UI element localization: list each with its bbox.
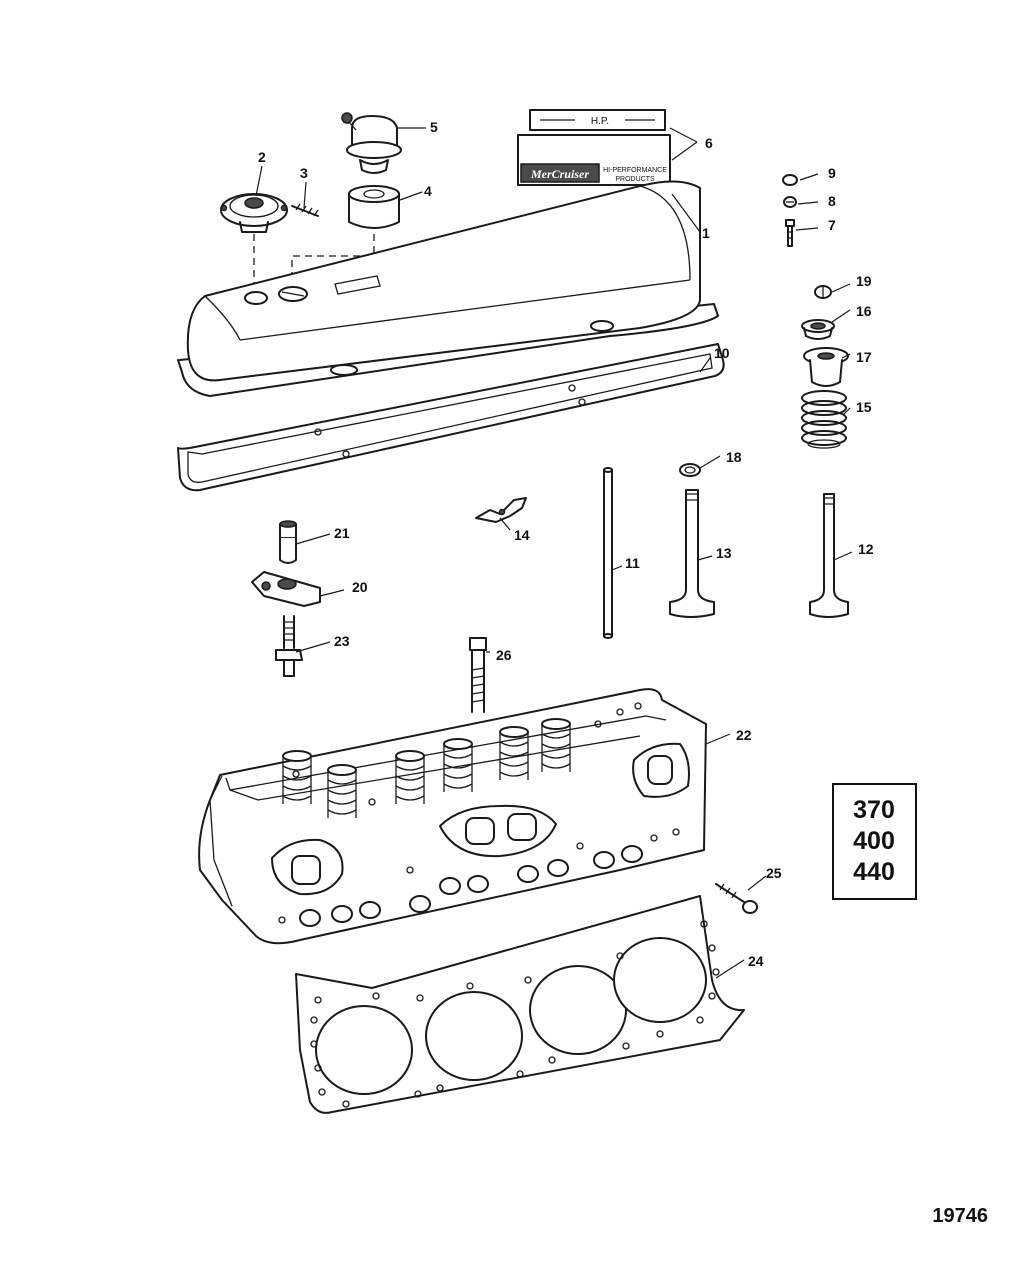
callout-3: 3 bbox=[300, 165, 308, 181]
guide-plate bbox=[475, 497, 527, 523]
oil-filler-cap bbox=[220, 193, 288, 233]
callout-24: 24 bbox=[748, 953, 764, 969]
rocker-cover bbox=[177, 180, 719, 397]
callout-23: 23 bbox=[334, 633, 350, 649]
callout-9: 9 bbox=[828, 165, 836, 181]
callout-6: 6 bbox=[705, 135, 713, 151]
model-400: 400 bbox=[853, 827, 895, 855]
exhaust-valve bbox=[809, 493, 849, 618]
head-valve-springs bbox=[282, 718, 571, 818]
figure-number: 19746 bbox=[932, 1205, 988, 1227]
stud-bolt bbox=[715, 883, 758, 914]
decal-hp: H.P. bbox=[529, 109, 666, 131]
callout-19: 19 bbox=[856, 273, 872, 289]
gasket-holes bbox=[310, 920, 720, 1108]
spark-plug-bosses bbox=[278, 828, 680, 927]
clip bbox=[291, 203, 319, 217]
washer-9 bbox=[782, 174, 798, 186]
grommet bbox=[348, 185, 400, 229]
rocker-stud bbox=[275, 615, 303, 677]
rocker-cover-gasket bbox=[177, 343, 725, 492]
callout-5: 5 bbox=[430, 119, 438, 135]
decal-line1: HI-PERFORMANCE bbox=[603, 167, 667, 174]
callout-26: 26 bbox=[496, 647, 512, 663]
callout-14: 14 bbox=[514, 527, 530, 543]
callout-7: 7 bbox=[828, 217, 836, 233]
rocker-arm bbox=[251, 571, 321, 607]
bolt-7 bbox=[785, 219, 795, 247]
valve-seal bbox=[801, 319, 835, 340]
model-370: 370 bbox=[853, 796, 895, 824]
intake-valve bbox=[669, 489, 715, 618]
shim-washer bbox=[679, 463, 701, 477]
callout-11: 11 bbox=[625, 555, 640, 571]
push-rod bbox=[603, 467, 613, 639]
callout-2: 2 bbox=[258, 149, 266, 165]
models-box: 370 400 440 bbox=[832, 783, 917, 900]
callout-4: 4 bbox=[424, 183, 432, 199]
washer-8 bbox=[783, 196, 797, 208]
callout-10: 10 bbox=[714, 345, 730, 361]
callout-numbers: 1 2 3 4 5 6 7 8 9 10 11 12 13 14 15 16 1… bbox=[258, 119, 874, 969]
leader-lines bbox=[255, 127, 853, 979]
spring-retainer bbox=[803, 347, 849, 387]
callout-20: 20 bbox=[352, 579, 368, 595]
head-bolt bbox=[469, 637, 487, 713]
head-gasket bbox=[295, 895, 745, 1114]
callout-21: 21 bbox=[334, 525, 350, 541]
decal-hp-label: H.P. bbox=[591, 116, 609, 127]
callout-17: 17 bbox=[856, 349, 872, 365]
rocker-nut bbox=[279, 520, 297, 564]
decal-performance: MerCruiser HI-PERFORMANCE PRODUCTS bbox=[517, 134, 671, 186]
callout-12: 12 bbox=[858, 541, 874, 557]
valve-lock bbox=[814, 285, 832, 299]
model-440: 440 bbox=[853, 858, 895, 886]
callout-8: 8 bbox=[828, 193, 836, 209]
callout-18: 18 bbox=[726, 449, 742, 465]
callout-25: 25 bbox=[766, 865, 782, 881]
cylinder-head bbox=[198, 688, 707, 945]
breather-cap bbox=[341, 112, 402, 174]
callout-16: 16 bbox=[856, 303, 872, 319]
callout-15: 15 bbox=[856, 399, 872, 415]
callout-22: 22 bbox=[736, 727, 752, 743]
callout-1: 1 bbox=[702, 225, 710, 241]
valve-spring bbox=[801, 390, 847, 449]
decal-line2: PRODUCTS bbox=[615, 176, 655, 183]
decal-brand: MerCruiser bbox=[530, 167, 589, 181]
callout-13: 13 bbox=[716, 545, 732, 561]
